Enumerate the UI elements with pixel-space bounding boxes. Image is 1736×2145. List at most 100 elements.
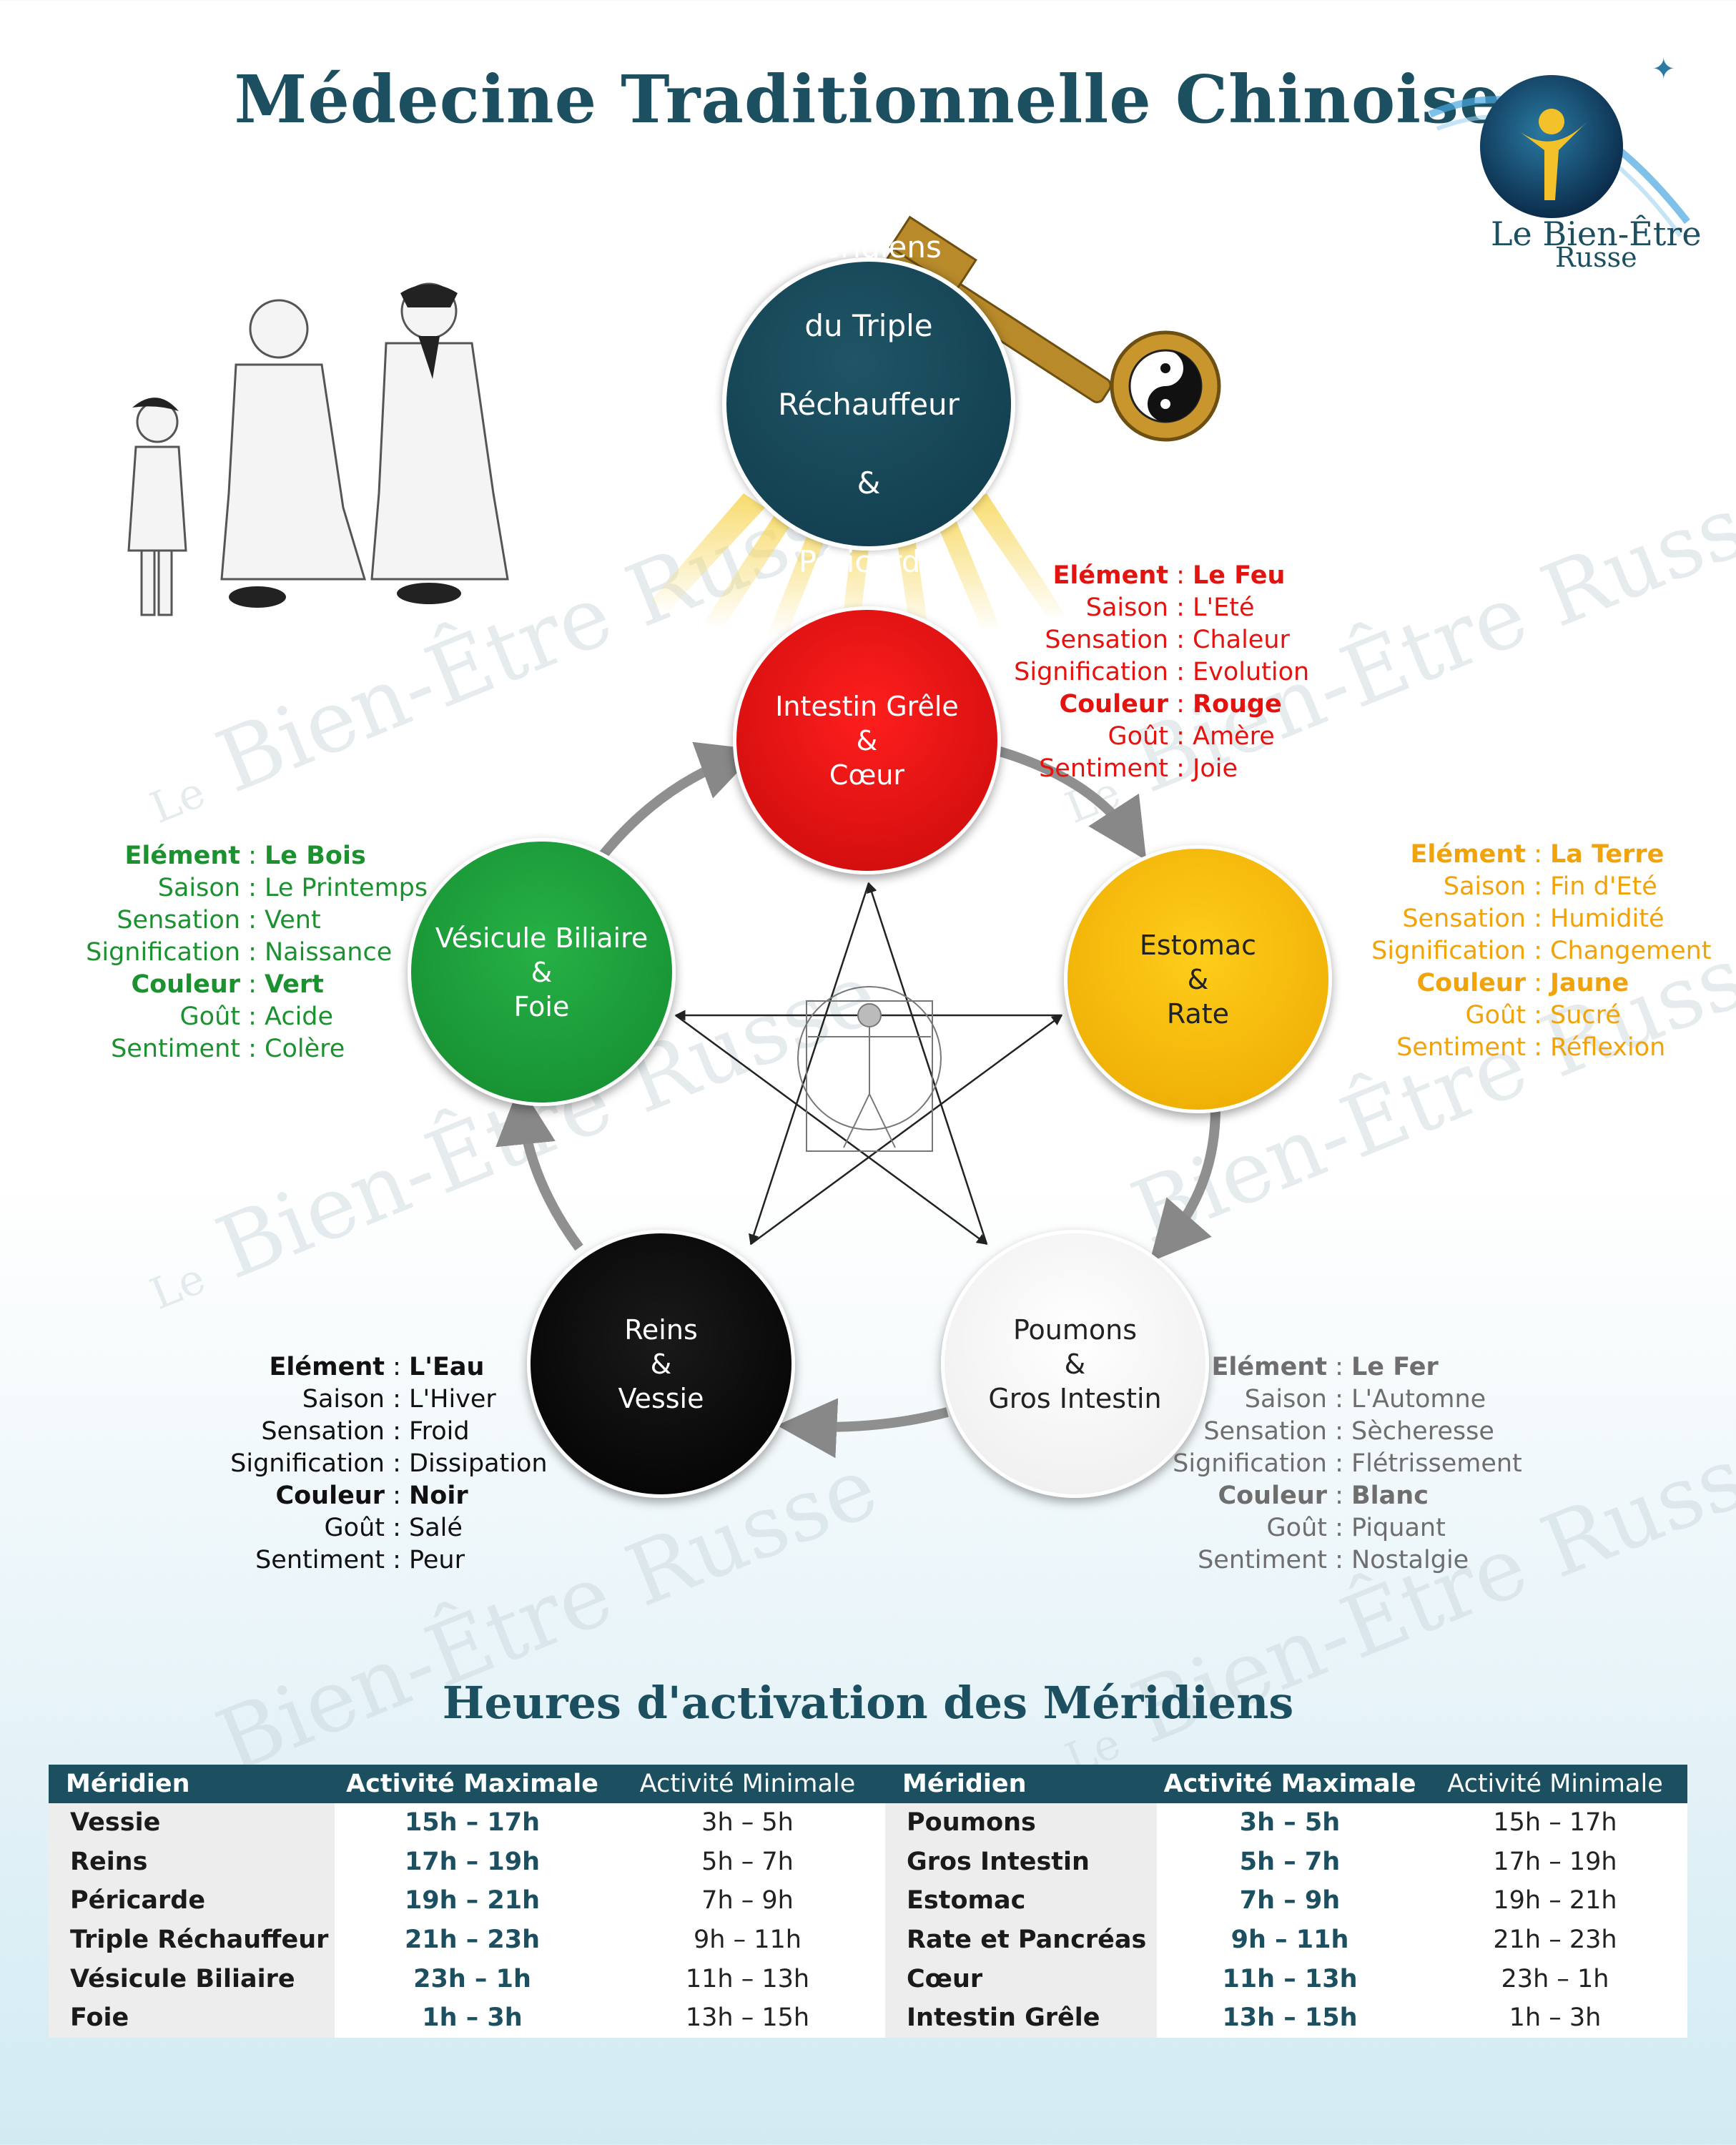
info-key: Signification [86, 938, 240, 967]
max-activity: 11h – 13h [1157, 1959, 1423, 1998]
info-value: Fin d'Eté [1550, 872, 1657, 901]
info-key: Goût [1465, 1001, 1526, 1030]
max-activity: 13h – 15h [1157, 1998, 1423, 2038]
meridian-name: Estomac [885, 1881, 1157, 1920]
top-circle-line1: Méridiens [796, 229, 942, 265]
info-value: Le Printemps [265, 874, 428, 902]
masters-illustration [127, 282, 509, 616]
info-key: Sensation [1203, 1417, 1327, 1446]
info-key: Sensation [117, 906, 240, 935]
info-key: Signification [230, 1449, 385, 1478]
info-value: La Terre [1550, 840, 1665, 869]
header-min: Activité Minimale [1423, 1765, 1687, 1803]
info-value: Noir [409, 1481, 468, 1510]
min-activity: 23h – 1h [1423, 1959, 1687, 1998]
info-value: Jaune [1550, 969, 1629, 997]
info-key: Sentiment [255, 1546, 385, 1574]
info-value: Joie [1193, 754, 1238, 783]
earth-info: Elément:La Terre Saison:Fin d'Eté Sensat… [1311, 839, 1712, 1064]
min-activity: 7h – 9h [610, 1881, 885, 1920]
meridian-name: Vésicule Biliaire [49, 1959, 335, 1998]
fire-info: Elément:Le Feu Saison:L'Eté Sensation:Ch… [954, 560, 1309, 785]
info-key: Goût [324, 1514, 385, 1542]
header-max: Activité Maximale [1157, 1765, 1423, 1803]
water-circle: Reins & Vessie [527, 1230, 795, 1498]
top-circle-line3: Réchauffeur [778, 386, 960, 422]
info-value: Acide [265, 1002, 334, 1031]
max-activity: 7h – 9h [1157, 1881, 1423, 1920]
info-key: Sensation [1402, 904, 1526, 933]
meridian-name: Vessie [49, 1803, 335, 1843]
info-value: Le Bois [265, 842, 366, 870]
info-value: Le Feu [1193, 561, 1286, 590]
top-circle-line4: & [857, 465, 881, 500]
info-value: Rouge [1193, 690, 1282, 719]
info-key: Elément [269, 1353, 385, 1381]
meridian-name: Péricarde [49, 1881, 335, 1920]
max-activity: 3h – 5h [1157, 1803, 1423, 1843]
min-activity: 1h – 3h [1423, 1998, 1687, 2038]
info-value: Vert [265, 970, 324, 999]
info-key: Goût [1108, 722, 1168, 751]
info-key: Signification [1014, 658, 1168, 686]
max-activity: 17h – 19h [335, 1842, 610, 1882]
meridian-hours-table: Méridien Activité Maximale Activité Mini… [49, 1765, 1687, 2038]
info-value: Nostalgie [1351, 1546, 1469, 1574]
info-value: Colère [265, 1035, 345, 1063]
info-value: L'Eau [409, 1353, 485, 1381]
info-value: Piquant [1351, 1514, 1446, 1542]
max-activity: 1h – 3h [335, 1998, 610, 2038]
info-key: Couleur [1218, 1481, 1327, 1510]
info-value: Flétrissement [1351, 1449, 1522, 1478]
info-key: Signification [1371, 937, 1526, 965]
max-activity: 15h – 17h [335, 1803, 610, 1843]
info-value: Sècheresse [1351, 1417, 1494, 1446]
info-key: Saison [157, 874, 240, 902]
info-key: Sentiment [1039, 754, 1168, 783]
earth-circle: Estomac & Rate [1064, 845, 1332, 1113]
info-key: Saison [1244, 1385, 1327, 1414]
info-key: Goût [1266, 1514, 1327, 1542]
table-header-row: Méridien Activité Maximale Activité Mini… [49, 1765, 1687, 1803]
header-max: Activité Maximale [335, 1765, 610, 1803]
info-key: Saison [302, 1385, 385, 1414]
info-key: Sensation [261, 1417, 385, 1446]
max-activity: 19h – 21h [335, 1881, 610, 1920]
meridian-name: Poumons [885, 1803, 1157, 1843]
meridian-name: Foie [49, 1998, 335, 2038]
info-key: Couleur [1416, 969, 1526, 997]
min-activity: 15h – 17h [1423, 1803, 1687, 1843]
info-key: Elément [1052, 561, 1169, 590]
water-info: Elément:L'Eau Saison:L'Hiver Sensation:F… [170, 1351, 547, 1577]
table-title: Heures d'activation des Méridiens [442, 1677, 1294, 1729]
meridian-name: Gros Intestin [885, 1842, 1157, 1882]
info-value: Le Fer [1351, 1353, 1439, 1381]
info-value: Réflexion [1550, 1033, 1666, 1062]
fire-circle: Intestin Grêle & Cœur [733, 606, 1001, 874]
info-value: Froid [409, 1417, 470, 1446]
info-value: Changement [1550, 937, 1712, 965]
vitruvian-man [797, 986, 942, 1152]
max-activity: 21h – 23h [335, 1920, 610, 1960]
info-value: Sucré [1550, 1001, 1621, 1030]
meridian-name: Triple Réchauffeur [49, 1920, 335, 1960]
info-key: Saison [1085, 593, 1168, 622]
min-activity: 19h – 21h [1423, 1881, 1687, 1920]
top-circle-line5: Péricarde [798, 543, 939, 579]
min-activity: 3h – 5h [610, 1803, 885, 1843]
info-value: Peur [409, 1546, 465, 1574]
five-elements-diagram [495, 215, 1221, 1459]
logo-line2: Russe [1555, 242, 1637, 273]
info-key: Couleur [1059, 690, 1168, 719]
meridian-name: Cœur [885, 1959, 1157, 1998]
logo-line1: Le Bien-Être [1491, 214, 1702, 253]
meridian-name: Reins [49, 1842, 335, 1882]
top-circle-line2: du Triple [804, 307, 933, 343]
info-key: Elément [124, 842, 241, 870]
max-activity: 9h – 11h [1157, 1920, 1423, 1960]
